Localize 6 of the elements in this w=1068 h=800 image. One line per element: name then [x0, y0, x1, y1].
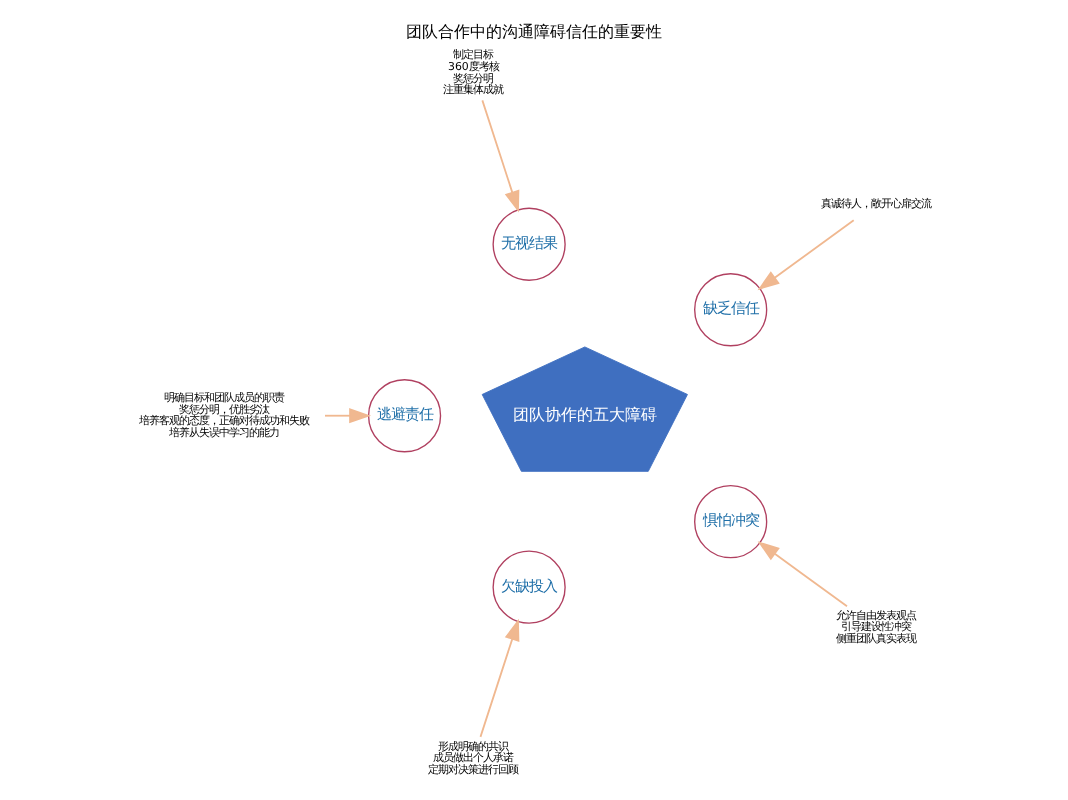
- diagram-title: 团队合作中的沟通障碍信任的重要性: [406, 20, 662, 41]
- arrow: [324, 408, 372, 424]
- arrow: [481, 99, 520, 213]
- arrow: [757, 541, 848, 608]
- arrow: [757, 219, 855, 291]
- arrow: [479, 618, 520, 738]
